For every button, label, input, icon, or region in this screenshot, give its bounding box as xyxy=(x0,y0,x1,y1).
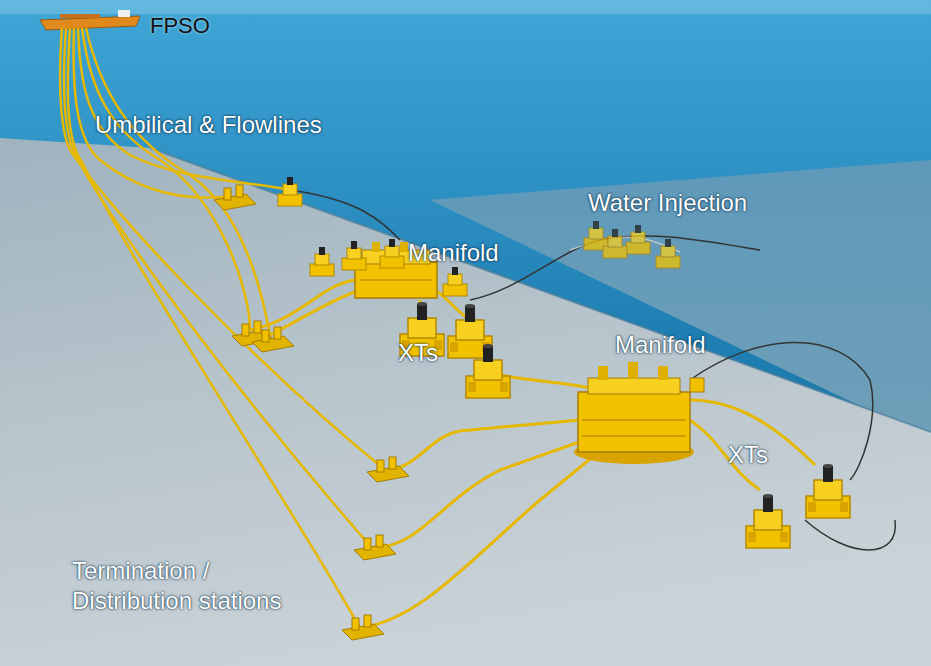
umbilicals-and-flowlines xyxy=(60,28,385,628)
seabed-edge xyxy=(150,148,931,432)
vessel-label: FPSO xyxy=(150,12,210,40)
manifold-2 xyxy=(574,362,704,464)
xt-label: XTs xyxy=(398,338,438,368)
pipeline-label: Umbilical & Flowlines xyxy=(95,110,322,140)
control-cables xyxy=(290,190,895,550)
water-injection-wells xyxy=(570,221,680,268)
xt-label: XTs xyxy=(728,440,768,470)
termination-stations xyxy=(214,185,409,640)
manifold-label: Manifold xyxy=(408,238,499,268)
manifold-label: Manifold xyxy=(615,330,706,360)
fpso-vessel xyxy=(40,10,140,30)
station-label: Termination / Distribution stations xyxy=(72,556,334,616)
jumpers xyxy=(250,280,815,628)
water-injection-label: Water Injection xyxy=(588,188,747,218)
seabed xyxy=(0,138,931,666)
sea-surface xyxy=(0,0,931,14)
christmas-trees xyxy=(278,177,850,548)
